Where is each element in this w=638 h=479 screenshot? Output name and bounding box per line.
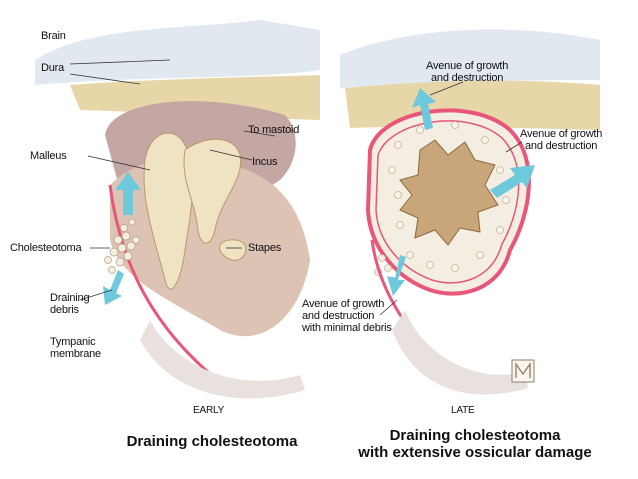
label-avenue-top: Avenue of growth and destruction (426, 60, 509, 84)
title-right: Draining cholesteotoma with extensive os… (358, 427, 592, 461)
right-illustration (340, 29, 600, 395)
title-left: Draining cholesteotoma (126, 433, 298, 450)
right-cavity-rim (375, 120, 520, 284)
right-debris (388, 121, 510, 272)
label-tympanic-membrane: Tympanic membrane (50, 336, 101, 360)
label-malleus: Malleus (30, 150, 67, 162)
left-arrow-down (103, 270, 124, 305)
label-avenue-right: Avenue of growth and destruction (520, 128, 603, 152)
leader-lines (69, 59, 523, 316)
right-arrow-right (490, 165, 535, 198)
left-tympanic-membrane (108, 184, 231, 392)
left-cholesteotoma (104, 218, 140, 274)
left-arrow-up (115, 172, 141, 215)
label-incus: Incus (252, 156, 278, 168)
left-malleus-incus (143, 132, 194, 290)
right-arrow-up (412, 88, 436, 130)
label-brain: Brain (41, 30, 66, 42)
label-stapes: Stapes (248, 242, 282, 254)
right-brain (340, 29, 600, 88)
left-brain (35, 20, 320, 85)
label-to-mastoid: To mastoid (248, 124, 300, 136)
label-stage-late: LATE (451, 405, 475, 416)
left-ear-canal (140, 320, 305, 399)
left-stapes (219, 239, 247, 261)
right-ear-canal (392, 310, 528, 395)
right-cholesteotoma-sac (399, 139, 499, 246)
left-incus (183, 138, 242, 244)
right-arrow-down (387, 255, 406, 296)
label-draining-debris: Draining debris (50, 292, 90, 316)
label-avenue-bottom: Avenue of growth and destruction with mi… (302, 298, 392, 334)
monogram-signature-icon (511, 359, 535, 383)
label-stage-early: EARLY (193, 405, 225, 416)
label-dura: Dura (41, 62, 65, 74)
left-illustration (35, 20, 320, 399)
label-cholesteotoma: Cholesteotoma (10, 242, 82, 254)
